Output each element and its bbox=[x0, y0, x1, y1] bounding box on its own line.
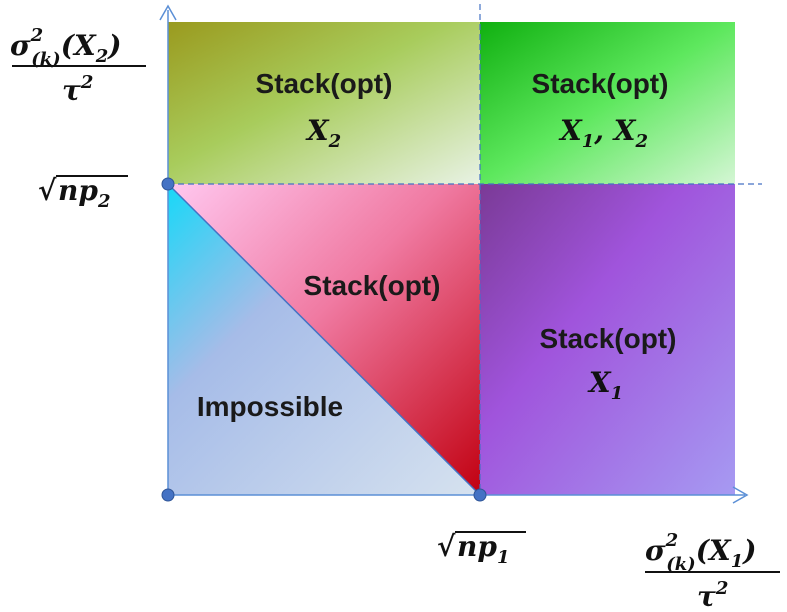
top-left-title: Stack(opt) bbox=[256, 68, 393, 99]
svg-text:τ2: τ2 bbox=[697, 578, 728, 612]
diagonal-boundary bbox=[167, 183, 481, 496]
region-top-left bbox=[168, 22, 480, 184]
svg-text:√: √ bbox=[437, 530, 456, 563]
middle-title: Stack(opt) bbox=[304, 270, 441, 301]
x-axis-label: σ2(k)(X1) τ2 bbox=[645, 530, 780, 612]
x-axis bbox=[168, 486, 749, 504]
region-top-right bbox=[480, 22, 735, 184]
top-right-variables: X1, X2 bbox=[558, 114, 648, 152]
svg-text:np1: np1 bbox=[457, 530, 509, 568]
top-left-variable: X2 bbox=[305, 114, 341, 152]
right-title: Stack(opt) bbox=[540, 323, 677, 354]
impossible-label: Impossible bbox=[197, 391, 343, 422]
svg-text:τ2: τ2 bbox=[62, 72, 93, 107]
svg-text:np2: np2 bbox=[58, 174, 110, 212]
svg-text:σ2(k)(X2): σ2(k)(X2) bbox=[10, 25, 121, 70]
svg-text:σ2(k)(X1): σ2(k)(X1) bbox=[645, 530, 756, 575]
origin-marker bbox=[161, 488, 175, 502]
x-threshold-label: √ np1 bbox=[437, 530, 526, 568]
x-threshold-marker bbox=[473, 488, 487, 502]
y-threshold-marker bbox=[161, 177, 175, 191]
y-axis-label: σ2(k)(X2) τ2 bbox=[10, 25, 146, 107]
top-right-title: Stack(opt) bbox=[532, 68, 669, 99]
y-threshold-label: √ np2 bbox=[38, 174, 128, 212]
region-right bbox=[480, 184, 735, 495]
y-axis bbox=[159, 4, 177, 495]
right-variable: X1 bbox=[587, 366, 623, 404]
svg-text:√: √ bbox=[38, 174, 57, 207]
